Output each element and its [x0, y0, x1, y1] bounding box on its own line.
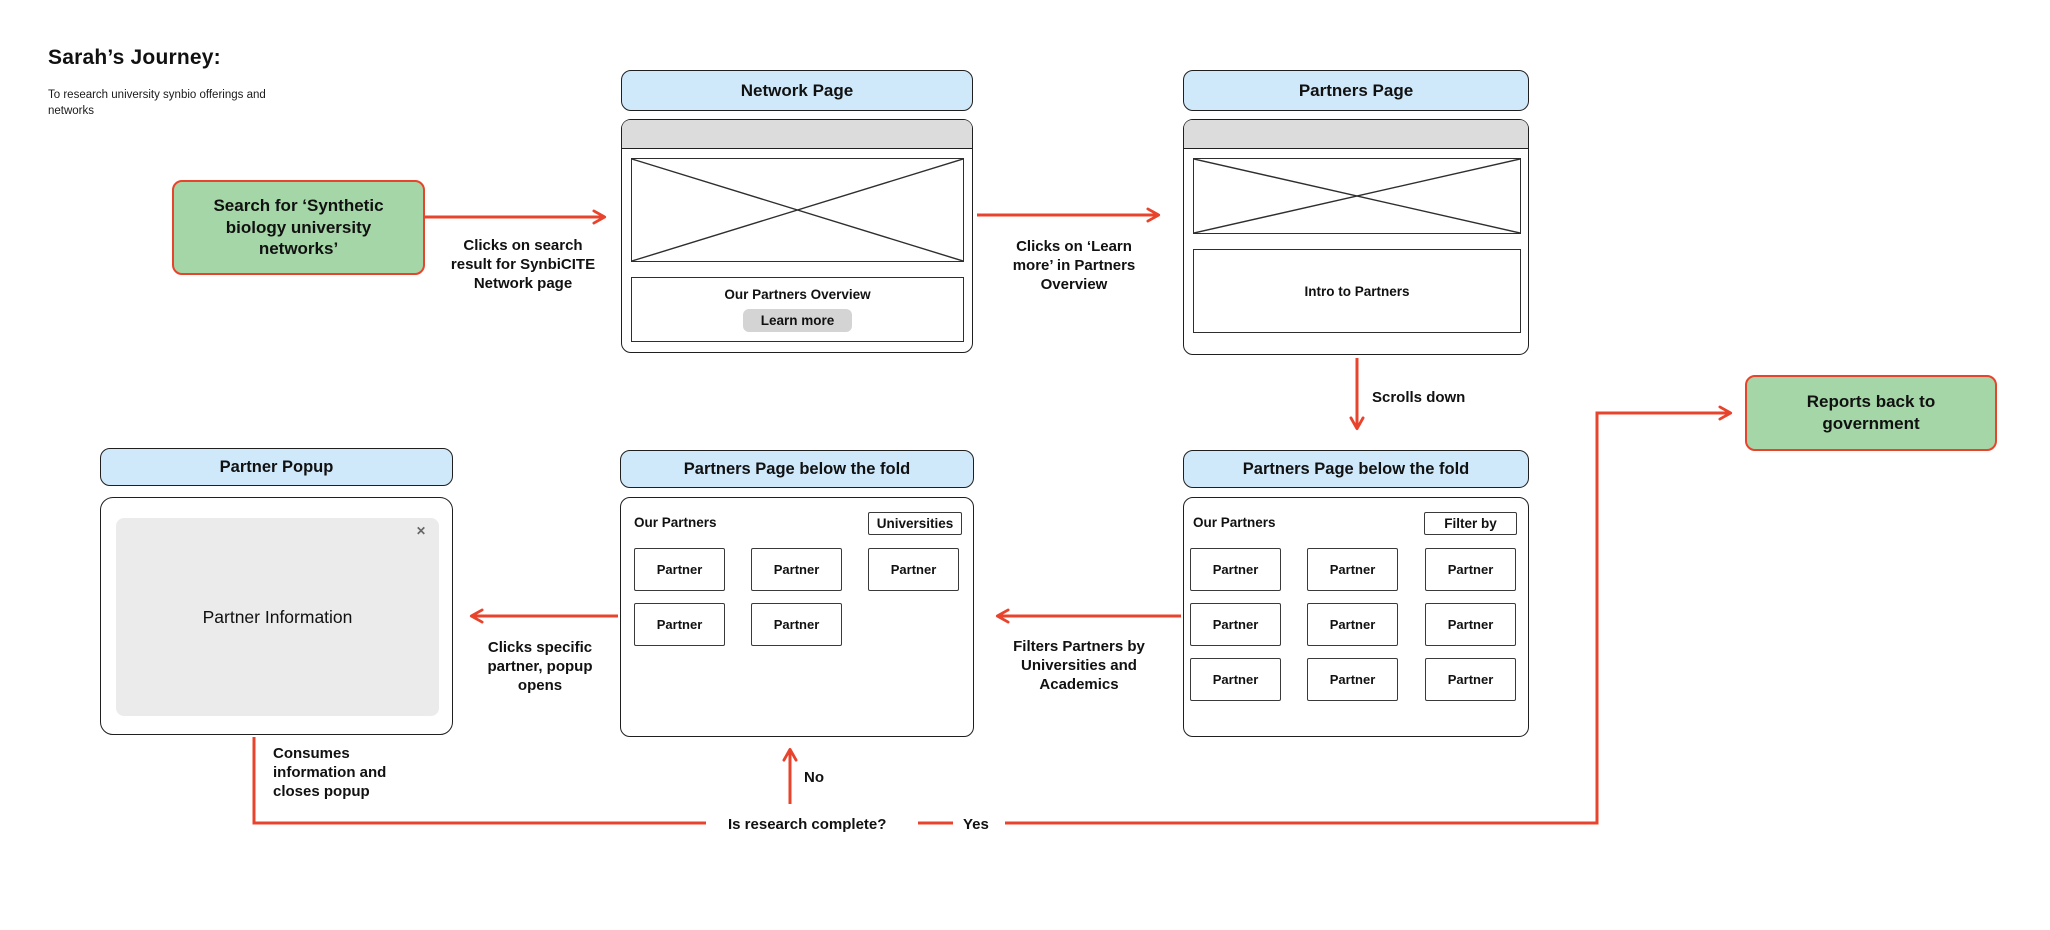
partner-card[interactable]: Partner [1425, 548, 1516, 591]
intro-title: Intro to Partners [1304, 283, 1410, 299]
learn-more-button[interactable]: Learn more [742, 309, 853, 332]
page-subtitle: To research university synbio offerings … [48, 89, 266, 117]
node-label-partners-page[interactable]: Partners Page [1183, 70, 1529, 111]
our-partners-label: Our Partners [634, 515, 717, 530]
partner-card[interactable]: Partner [1425, 603, 1516, 646]
decision-yes-label: Yes [963, 816, 989, 833]
start-node-search[interactable]: Search for ‘Synthetic biology university… [172, 180, 425, 275]
edge-label-search-to-network: Clicks on search result for SynbiCITE Ne… [450, 237, 596, 293]
partner-information-panel: ✕ Partner Information [116, 518, 439, 716]
browser-bar [622, 120, 972, 149]
partner-card[interactable]: Partner [751, 548, 842, 591]
network-page-window: Our Partners Overview Learn more [621, 119, 973, 353]
decision-question-label: Is research complete? [728, 816, 887, 833]
edge-label-clicks-partner: Clicks specific partner, popup opens [487, 639, 593, 695]
edge-label-consumes: Consumes information and closes popup [273, 745, 387, 801]
partner-card[interactable]: Partner [1307, 603, 1398, 646]
partners-fold-filtered-window: Our Partners Universities Partner Partne… [620, 497, 974, 737]
partner-information-text: Partner Information [202, 606, 353, 627]
page-title: Sarah’s Journey: [48, 46, 221, 69]
end-node-report[interactable]: Reports back to government [1745, 375, 1997, 451]
overview-title: Our Partners Overview [724, 287, 871, 302]
node-label-partners-fold-all[interactable]: Partners Page below the fold [1183, 450, 1529, 488]
close-icon[interactable]: ✕ [415, 524, 426, 538]
partner-card[interactable]: Partner [1190, 658, 1281, 701]
partner-card[interactable]: Partner [1190, 548, 1281, 591]
our-partners-label: Our Partners [1193, 515, 1276, 530]
partner-card[interactable]: Partner [1425, 658, 1516, 701]
partner-card[interactable]: Partner [751, 603, 842, 646]
partner-card[interactable]: Partner [1307, 658, 1398, 701]
edge-label-network-to-partners: Clicks on ‘Learn more’ in Partners Overv… [1012, 238, 1136, 294]
image-placeholder [631, 158, 964, 262]
filter-by-button[interactable]: Filter by [1424, 512, 1517, 535]
image-placeholder [1193, 158, 1521, 234]
partners-overview-section: Our Partners Overview Learn more [631, 277, 964, 342]
partner-popup-window: ✕ Partner Information [100, 497, 453, 735]
partner-card[interactable]: Partner [634, 548, 725, 591]
partner-card[interactable]: Partner [868, 548, 959, 591]
intro-to-partners-section: Intro to Partners [1193, 249, 1521, 333]
partner-card[interactable]: Partner [1307, 548, 1398, 591]
node-label-partners-fold-filtered[interactable]: Partners Page below the fold [620, 450, 974, 488]
partners-page-window: Intro to Partners [1183, 119, 1529, 355]
node-label-network-page[interactable]: Network Page [621, 70, 973, 111]
browser-bar [1184, 120, 1528, 149]
edge-label-filters: Filters Partners by Universities and Aca… [1013, 638, 1145, 694]
partners-fold-all-window: Our Partners Filter by Partner Partner P… [1183, 497, 1529, 737]
universities-filter-button[interactable]: Universities [868, 512, 962, 535]
edge-label-scrolls-down: Scrolls down [1372, 389, 1466, 406]
partner-card[interactable]: Partner [634, 603, 725, 646]
node-label-partner-popup[interactable]: Partner Popup [100, 448, 453, 486]
partner-card[interactable]: Partner [1190, 603, 1281, 646]
decision-no-label: No [804, 769, 824, 786]
